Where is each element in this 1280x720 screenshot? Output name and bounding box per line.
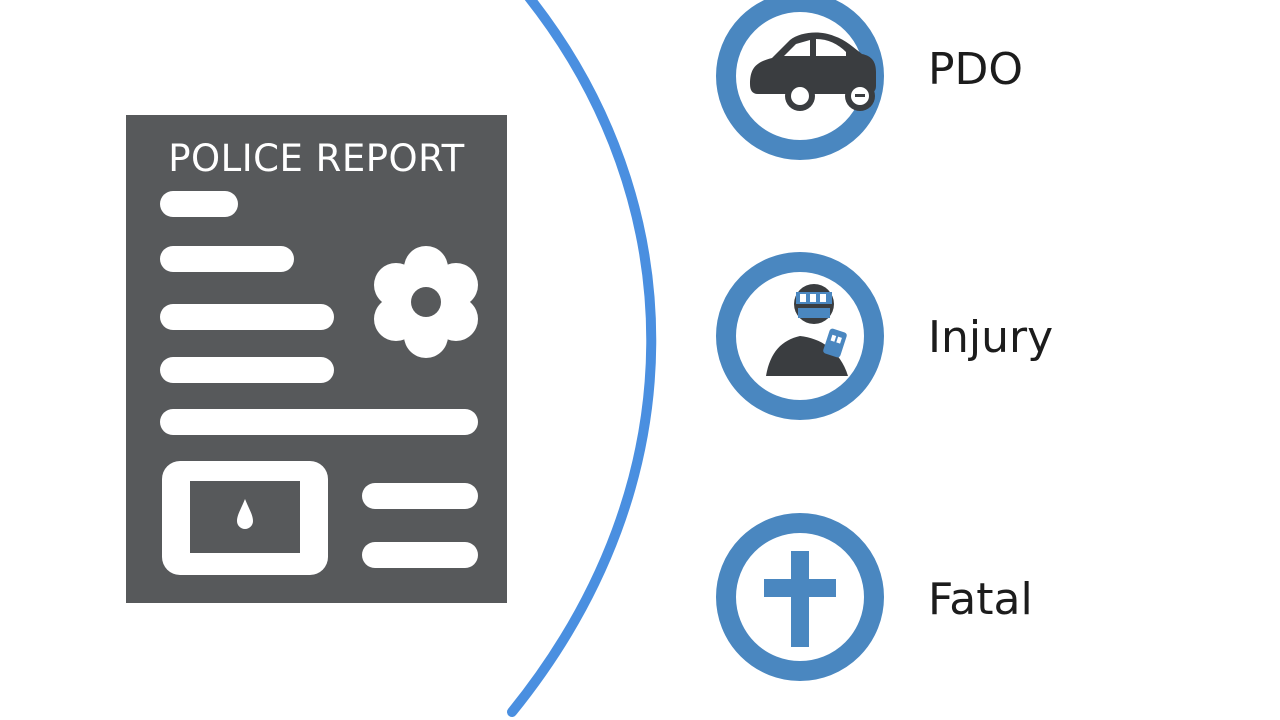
- report-title: POLICE REPORT: [168, 137, 465, 180]
- report-text-line: [160, 191, 238, 217]
- category-label-pdo: PDO: [928, 44, 1024, 95]
- cross-icon: [716, 513, 884, 681]
- report-text-line: [362, 483, 478, 509]
- report-text-line: [160, 409, 478, 435]
- injured-person-icon: [716, 252, 884, 420]
- report-text-line: [160, 246, 294, 272]
- category-label-fatal: Fatal: [928, 574, 1033, 625]
- report-text-line: [160, 357, 334, 383]
- report-text-line: [362, 542, 478, 568]
- car-icon: [716, 0, 884, 160]
- drop-icon: [237, 499, 253, 529]
- category-label-injury: Injury: [928, 312, 1054, 363]
- gear-icon: [374, 246, 478, 358]
- report-text-line: [160, 304, 334, 330]
- report-photo: [190, 481, 300, 553]
